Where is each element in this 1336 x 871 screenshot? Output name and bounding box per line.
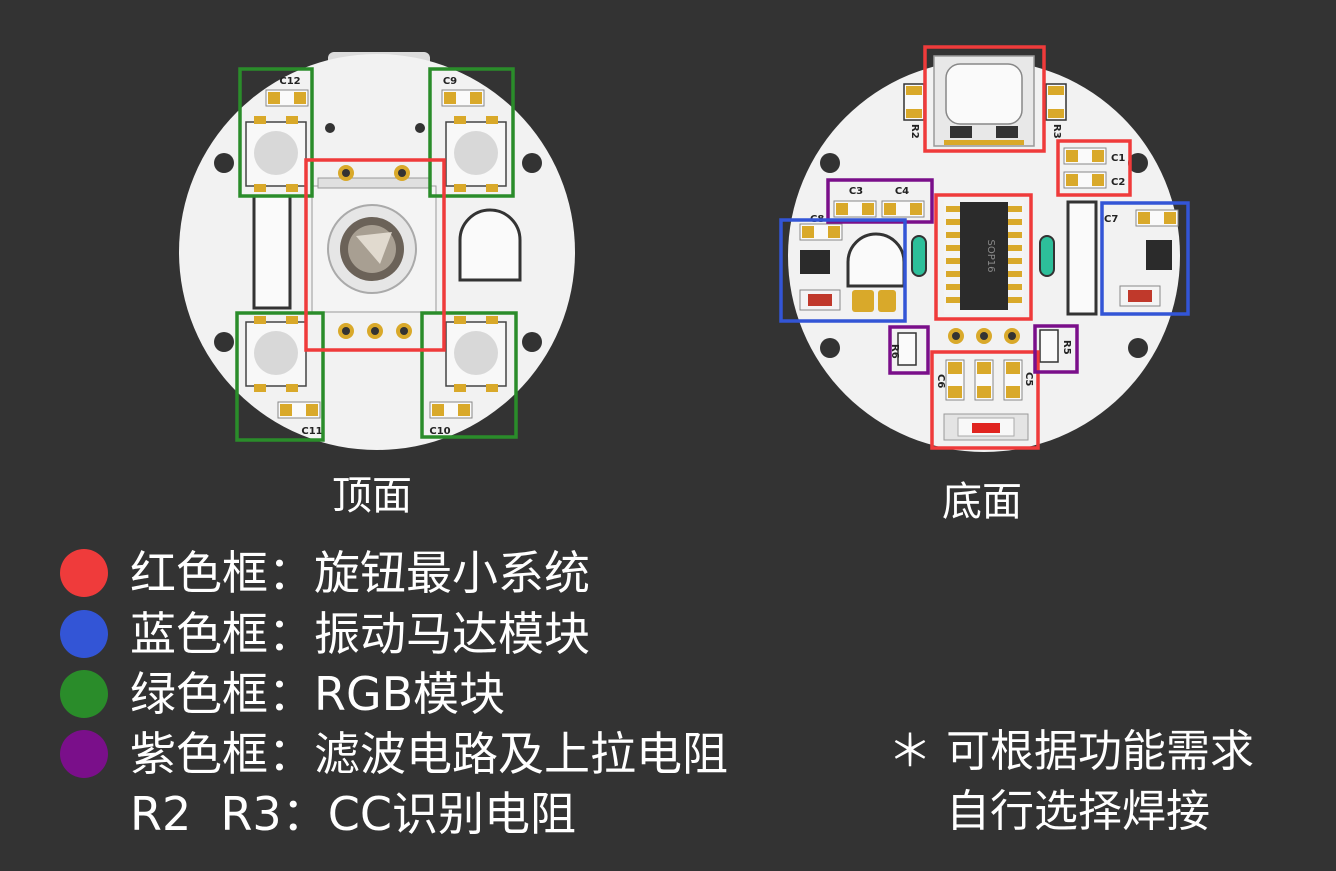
label-c2: C2 [1111,177,1125,188]
resistor-r6 [897,332,917,366]
red-frame-usb [923,45,1046,153]
legend-dot-blue [60,610,108,658]
legend-dot-red [60,549,108,597]
label-c11: C11 [301,426,322,437]
label-c9: C9 [443,76,457,87]
legend-dot-green [60,670,108,718]
label-r2: R2 [909,124,920,139]
d-shaped-component [458,208,522,282]
pcb-diagram: C12 C9 C11 C10 [179,45,1190,452]
legend-text-cc: R2 R3：CC识别电阻 [130,787,576,841]
note-line2: 自行选择焊接 [946,786,1210,837]
capacitor-c10 [429,401,473,419]
green-pad-left [911,235,927,277]
bottom-board: R2 R3 C1 C2 C3 C4 [779,45,1190,452]
label-c12: C12 [279,76,300,87]
label-c1: C1 [1111,153,1125,164]
purple-frame-r6 [888,325,930,375]
green-frame-top-left [238,67,314,198]
caption-top: 顶面 [332,473,412,519]
mount-hole [1128,338,1148,358]
red-frame-c1-c2 [1056,139,1132,197]
legend-text-purple: 紫色框：滤波电路及上拉电阻 [130,727,728,781]
green-frame-bottom-right [420,311,518,439]
mount-hole [1128,153,1148,173]
label-r5: R5 [1061,340,1072,355]
sop16-chip: SOP16 [944,200,1024,314]
label-c3: C3 [849,186,863,197]
motor-module-left [799,223,906,312]
label-chip: SOP16 [985,240,996,273]
legend-text-red: 红色框：旋钮最小系统 [130,546,590,600]
purple-frame-c3-c4 [826,178,934,224]
label-r3: R3 [1051,124,1062,139]
purple-frame-r5 [1033,324,1079,374]
label-c10: C10 [429,426,450,437]
rotary-encoder [311,165,437,339]
red-frame-encoder [304,158,446,352]
legend-red: 红色框：旋钮最小系统 [60,545,590,601]
green-frame-bottom-left [235,311,325,442]
legend-dot-none [60,790,108,838]
capacitors-c6-c5 [945,359,1023,401]
resistor-r5 [1039,329,1059,363]
label-c6: C6 [935,374,946,388]
capacitor-c12 [265,89,309,107]
capacitor-c11 [277,401,321,419]
led-bottom-right [445,316,507,392]
via [325,123,335,133]
via [415,123,425,133]
mount-hole [522,332,542,352]
mount-hole [214,153,234,173]
legend-text-blue: 蓝色框：振动马达模块 [130,607,590,661]
mount-hole [522,153,542,173]
red-frame-chip [934,193,1033,321]
green-pad-right [1039,235,1055,277]
capacitor-c9 [441,89,485,107]
note-line1: ＊ 可根据功能需求 [888,726,1254,777]
reset-button [943,413,1029,441]
mount-hole [820,153,840,173]
label-c5: C5 [1023,372,1034,386]
led-top-left [245,116,307,192]
capacitors-c3-c4 [833,200,925,218]
label-r6: R6 [889,344,900,359]
legend-purple: 紫色框：滤波电路及上拉电阻 [60,726,728,782]
blue-frame-right [1100,201,1190,316]
mount-hole [214,332,234,352]
led-top-right [445,116,507,192]
label-c4: C4 [895,186,909,197]
motor-module-right [1066,200,1179,316]
legend-cc: R2 R3：CC识别电阻 [60,786,576,842]
capacitors-c1-c2 [1063,147,1107,189]
mount-hole [820,338,840,358]
legend-text-green: 绿色框：RGB模块 [130,667,506,721]
led-bottom-left [245,316,307,392]
side-component [252,194,292,310]
label-c7: C7 [1104,214,1118,225]
legend-green: 绿色框：RGB模块 [60,666,505,722]
green-frame-top-right [428,67,515,198]
top-board: C12 C9 C11 C10 [179,52,575,450]
usb-c-connector [933,55,1035,147]
blue-frame-left [779,218,907,323]
caption-bottom: 底面 [942,479,1022,525]
legend-dot-purple [60,730,108,778]
red-frame-reset [930,350,1040,450]
legend-blue: 蓝色框：振动马达模块 [60,606,590,662]
